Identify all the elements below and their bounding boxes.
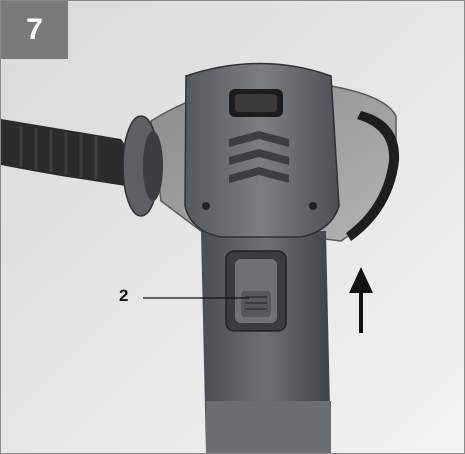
push-direction-arrow (349, 267, 373, 333)
handle-grip-ribs (19, 126, 98, 179)
lower-housing-band (206, 401, 331, 453)
callout-label: 2 (119, 286, 129, 305)
screw-left (202, 202, 210, 210)
figure-number-badge: 7 (1, 1, 68, 59)
vent-ribs (229, 131, 289, 183)
grinding-disc (346, 111, 400, 241)
screw-right (309, 202, 317, 210)
